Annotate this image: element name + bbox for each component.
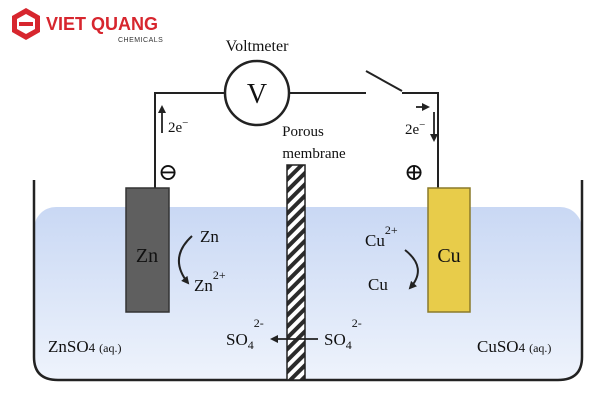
cathode-solution-state: (aq.) bbox=[529, 341, 551, 355]
anode-electron-label: 2e bbox=[168, 120, 183, 136]
svg-text:Cu2+: Cu2+ bbox=[365, 223, 398, 250]
anode-solution-sub: 4 bbox=[89, 340, 96, 355]
svg-text:ZnSO4(aq.): ZnSO4(aq.) bbox=[48, 337, 121, 356]
sulfate-right-sub: 4 bbox=[346, 338, 352, 352]
membrane-label-line2: membrane bbox=[282, 146, 346, 162]
hexagon-logo-icon bbox=[12, 8, 40, 40]
sulfate-left-charge: 2- bbox=[254, 316, 264, 330]
voltmeter: V Voltmeter bbox=[223, 38, 291, 127]
cathode-reaction: Cu2+ Cu bbox=[365, 223, 419, 294]
cathode-product: Cu bbox=[368, 275, 388, 294]
sulfate-right-label: SO bbox=[324, 330, 346, 349]
anode-reaction: Zn Zn2+ bbox=[178, 227, 226, 295]
svg-text:SO42-: SO42- bbox=[226, 316, 264, 352]
external-circuit-wire bbox=[154, 70, 439, 188]
cathode-curved-arrow-icon bbox=[404, 249, 419, 290]
svg-text:Zn2+: Zn2+ bbox=[194, 268, 226, 295]
svg-text:SO42-: SO42- bbox=[324, 316, 362, 352]
anode-electron-sup: − bbox=[182, 117, 188, 129]
voltmeter-symbol: V bbox=[247, 79, 267, 110]
anode-negative-sign-icon: ⊖ bbox=[158, 160, 178, 186]
cathode-solution-label: CuSO bbox=[477, 337, 519, 356]
logo-tagline-text: CHEMICALS bbox=[118, 37, 163, 44]
logo-brand-text: VIET QUANG bbox=[46, 14, 158, 34]
anode-solution-state: (aq.) bbox=[99, 341, 121, 355]
copper-electrode bbox=[427, 187, 471, 313]
membrane-label-line1: Porous bbox=[282, 124, 324, 140]
anode-solution-label: ZnSO bbox=[48, 337, 89, 356]
cathode-electron-label: 2e bbox=[405, 122, 420, 138]
cathode-solution-sub: 4 bbox=[519, 340, 526, 355]
svg-text:CuSO4(aq.): CuSO4(aq.) bbox=[477, 337, 551, 356]
sulfate-left-sub: 4 bbox=[248, 338, 254, 352]
sulfate-ion-flow: SO42- SO42- bbox=[226, 316, 362, 352]
cathode-reactant-charge: 2+ bbox=[385, 223, 398, 237]
voltmeter-label: Voltmeter bbox=[226, 38, 289, 55]
sulfate-right-charge: 2- bbox=[352, 316, 362, 330]
cathode-electron-flow: 2e− bbox=[405, 103, 438, 142]
copper-electrode-label: Cu bbox=[437, 245, 460, 267]
porous-membrane bbox=[286, 164, 306, 381]
anode-electron-flow: 2e− bbox=[158, 105, 188, 136]
sulfate-left-label: SO bbox=[226, 330, 248, 349]
anode-product-charge: 2+ bbox=[213, 268, 226, 282]
beaker-outline bbox=[32, 180, 584, 382]
cathode-positive-sign-icon: ⊕ bbox=[404, 160, 424, 186]
cathode-reactant: Cu bbox=[365, 231, 385, 250]
anode-reactant: Zn bbox=[200, 227, 219, 246]
svg-text:2e−: 2e− bbox=[168, 117, 188, 136]
viet-quang-logo: VIET QUANG CHEMICALS bbox=[12, 8, 163, 44]
voltmeter-circle bbox=[223, 59, 291, 127]
svg-text:2e−: 2e− bbox=[405, 119, 425, 138]
anode-product: Zn bbox=[194, 276, 213, 295]
cathode-electron-sup: − bbox=[419, 119, 425, 131]
zinc-electrode bbox=[125, 187, 170, 313]
zinc-electrode-label: Zn bbox=[136, 245, 158, 267]
anode-curved-arrow-icon bbox=[178, 235, 193, 285]
